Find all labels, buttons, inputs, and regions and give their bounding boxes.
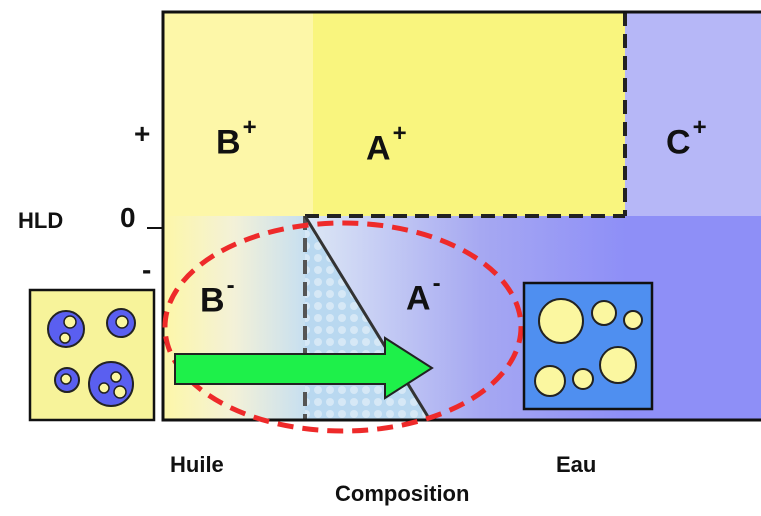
region-c-plus-area — [625, 12, 761, 216]
plot-frame — [161, 10, 761, 422]
y-tick-minus: - — [142, 254, 152, 285]
region-b-plus-area — [163, 12, 313, 216]
region-b-minus-gradient — [163, 216, 305, 420]
region-label-a-plus: A+ — [366, 120, 407, 168]
x-left-label: Huile — [170, 452, 224, 477]
water-in-oil-emulsion-icon — [28, 288, 156, 422]
region-label-b-plus: B+ — [216, 114, 257, 162]
inversion-arrow-icon — [174, 336, 434, 400]
region-label-b-minus: B- — [200, 272, 235, 320]
region-label-a-minus: A- — [406, 270, 441, 318]
oil-in-water-emulsion-icon — [522, 281, 654, 411]
transition-ellipse — [162, 220, 524, 434]
x-axis-label: Composition — [335, 481, 470, 506]
region-label-c-plus: C+ — [666, 114, 707, 162]
x-right-label: Eau — [556, 452, 597, 477]
y-tick-plus: + — [134, 118, 151, 149]
y-tick-zero: 0 — [120, 202, 136, 233]
boundary-diagonal — [303, 215, 432, 421]
y-axis-label: HLD — [18, 208, 64, 233]
region-a-plus-area — [313, 12, 625, 216]
